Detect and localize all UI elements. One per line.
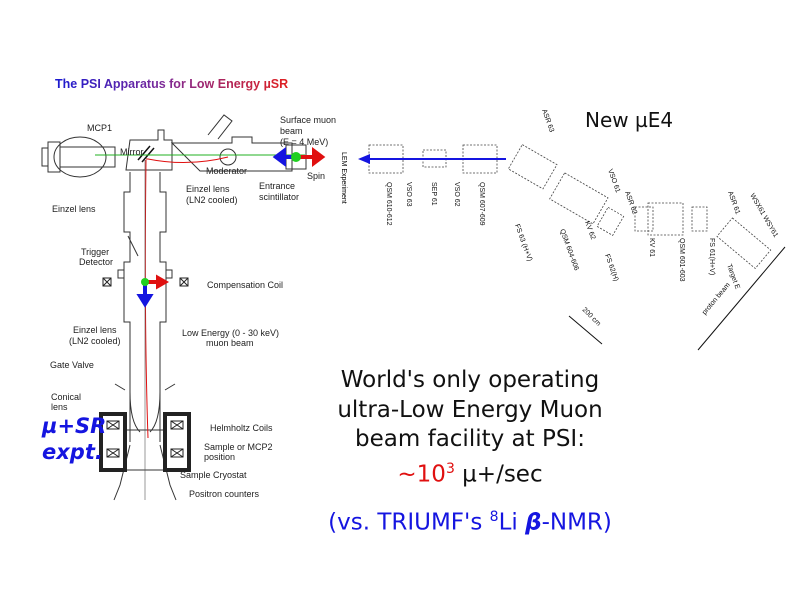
compare-sup: 8 (489, 509, 499, 525)
musr-label: µ+SR (42, 414, 107, 438)
label-mcp1: MCP1 (87, 123, 113, 133)
rate-prefix: ~10 (397, 461, 446, 488)
comparison: (vs. TRIUMF's 8Li β-NMR) (290, 503, 650, 537)
label-surface-beam-energy: (E = 4 MeV) (280, 137, 329, 147)
label-einzel-top: Einzel lens (186, 184, 230, 194)
label-gate-valve: Gate Valve (50, 360, 94, 370)
label-detector: Detector (79, 257, 114, 267)
rate-exponent: 3 (445, 461, 455, 477)
label-lens: lens (51, 402, 68, 412)
apparatus-title: The PSI Apparatus for Low Energy µSR (55, 77, 289, 91)
label-helmholtz: Helmholtz Coils (210, 423, 273, 433)
rate-unit: µ+/sec (454, 461, 543, 488)
expt-label: expt. (42, 440, 103, 464)
label-surface-beam: Surface muon (280, 115, 337, 125)
lem-arrow (358, 154, 786, 351)
label-scintillator: scintillator (259, 192, 300, 202)
compare-close: -NMR) (541, 509, 612, 536)
beamline-component-label: SEP 61 (430, 182, 437, 206)
label-position: position (204, 452, 236, 462)
beamline-component-label: KV 61 (648, 238, 655, 257)
label-compensation-coil: Compensation Coil (207, 280, 284, 290)
compare-open: (vs. TRIUMF's (328, 509, 490, 536)
beamline-labels: QSM 610-612 VSO 63 SEP 61 VSO 62 QSM 607-609… (385, 108, 779, 327)
beamline-component-label: VSO 63 (405, 182, 412, 207)
label-einzel-mid: Einzel lens (73, 325, 117, 335)
beamline-component-label: QSM 607-609 (478, 182, 485, 226)
beamline-component-label: QSM 601-603 (678, 238, 685, 282)
compare-li: Li (498, 509, 526, 536)
label-trigger: Trigger (81, 247, 110, 257)
label-cryostat: Sample Cryostat (180, 470, 247, 480)
beamline-component-label: QSM 610-612 (385, 182, 392, 226)
label-conical: Conical (51, 392, 82, 402)
label-low-energy: Low Energy (0 - 30 keV) (182, 328, 280, 338)
beamline-component-label: FS 61(H+V) (708, 238, 715, 275)
compare-beta: β (525, 509, 542, 536)
beamline-title: New µE4 (585, 108, 674, 132)
label-positron: Positron counters (189, 489, 260, 499)
label-sample: Sample or MCP2 (204, 442, 273, 452)
label-einzel-mid-cooled: (LN2 cooled) (69, 336, 121, 346)
psi-apparatus-diagram (41, 114, 326, 501)
statement-line-3: beam facility at PSI: (355, 426, 585, 452)
label-spin: Spin (307, 171, 326, 181)
beamline-component-label: VSO 62 (453, 182, 460, 207)
label-einzel-top-cooled: (LN2 cooled) (186, 195, 238, 205)
label-entrance: Entrance (259, 181, 296, 191)
beamline-label: LEM Experiment (340, 152, 347, 204)
statement-line-2: ultra-Low Energy Muon (337, 397, 603, 423)
label-mirror: Mirror (120, 147, 144, 157)
label-moderator: Moderator (206, 166, 248, 176)
label-muon-beam: muon beam (206, 338, 254, 348)
label-surface-beam-2: beam (280, 126, 303, 136)
label-einzel-left: Einzel lens (52, 204, 96, 214)
muon-rate: ~103 µ+/sec (290, 455, 650, 489)
statement-line-1: World's only operating (340, 367, 600, 393)
